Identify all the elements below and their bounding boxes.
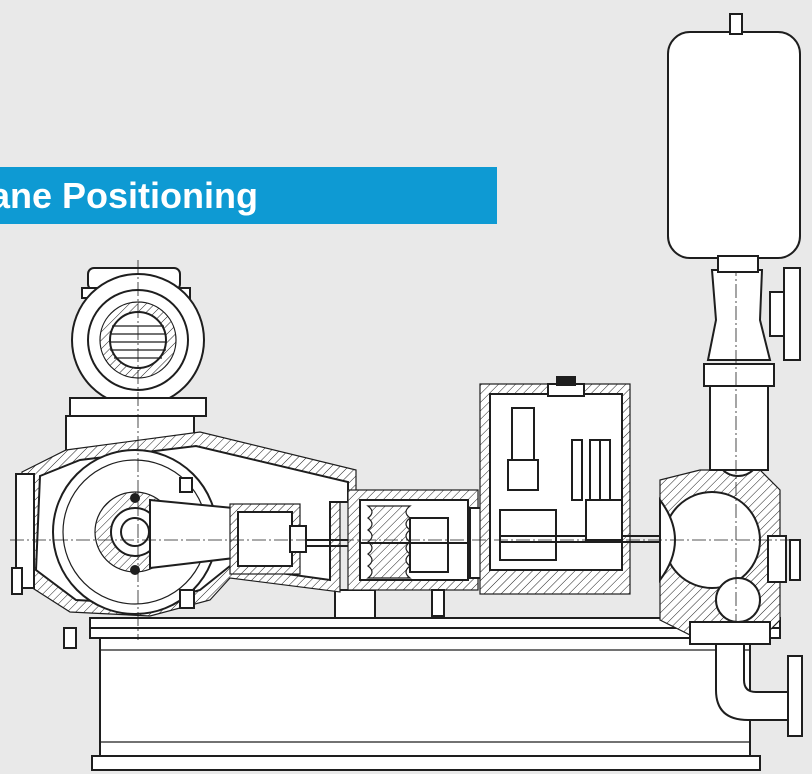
hydraulic-chamber [479,376,660,595]
suction-elbow [689,621,803,737]
air-vessel [667,13,801,273]
crosshead-guide [229,503,358,575]
section-title-text: ane Positioning [0,175,259,216]
base-frame [89,589,781,771]
electric-motor [65,267,207,457]
discharge-column [703,20,801,690]
section-title-banner: ane Positioning [0,167,497,224]
